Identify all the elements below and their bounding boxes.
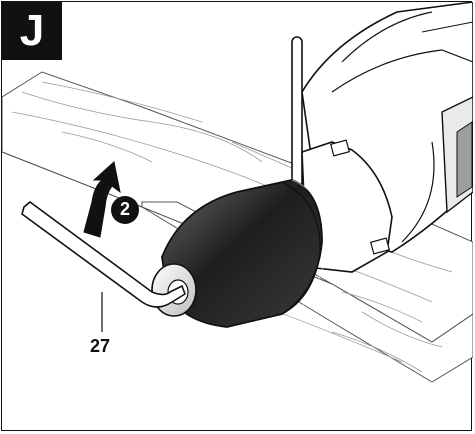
allen-key [21,201,186,308]
figure-letter: J [2,2,62,60]
rotation-arrow [83,161,121,238]
step-badge-circle [111,196,139,224]
step-badge-number: 2 [119,199,130,219]
figure-letter-text: J [19,6,45,55]
callout-27: 27 [90,336,111,356]
chuck [161,179,329,328]
collar [301,139,393,273]
side-handle-rod [291,36,303,188]
